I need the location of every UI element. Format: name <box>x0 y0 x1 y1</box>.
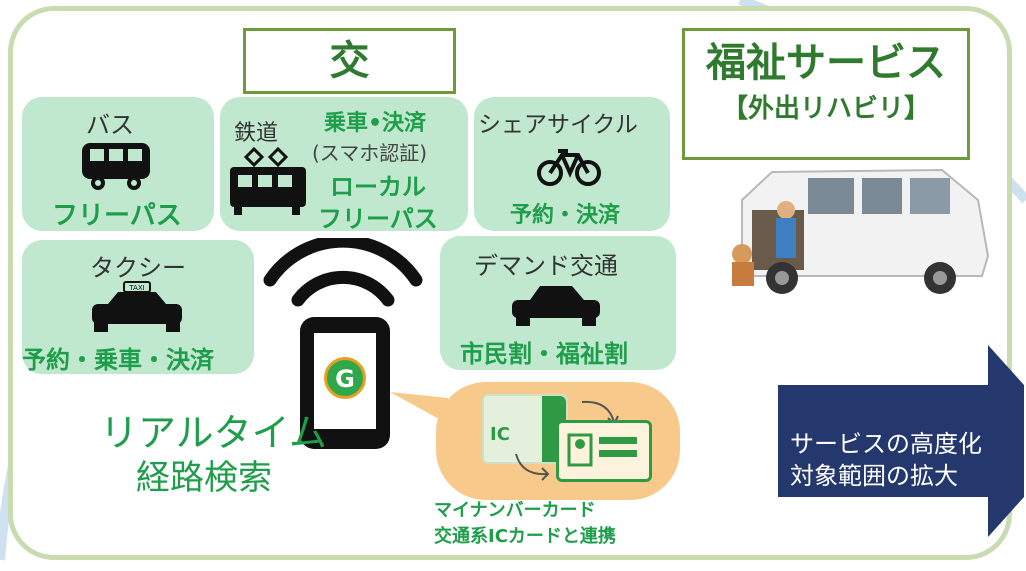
share-cycle-feature: 予約・決済 <box>510 203 621 228</box>
welfare-title: 福祉サービス <box>706 40 946 86</box>
rail-card: 鉄道 乗車•決済 (スマホ認証) ローカル フリーパス <box>220 97 468 233</box>
expansion-arrow <box>778 345 1024 537</box>
share-cycle-card: シェアサイクル 予約・決済 <box>474 97 670 231</box>
phone-screen: G <box>314 333 376 429</box>
realtime-label: リアルタイム <box>100 411 327 455</box>
train-icon <box>230 146 306 215</box>
bus-icon <box>82 143 150 190</box>
welfare-van-illustration <box>732 168 990 294</box>
arrow-text-2: 対象範囲の拡大 <box>790 462 958 490</box>
card-link-caption-2: 交通系ICカードと連携 <box>434 526 616 547</box>
share-cycle-label: シェアサイクル <box>478 112 638 138</box>
card-link-caption-1: マイナンバーカード <box>434 500 596 521</box>
ic-card-icon: IC <box>482 394 568 464</box>
car-icon <box>512 286 600 326</box>
rail-label: 鉄道 <box>234 121 279 146</box>
rail-feature-2: (スマホ認証) <box>312 141 428 165</box>
rail-feature-3: ローカル <box>330 173 426 201</box>
wireless-signal-icon <box>263 238 423 307</box>
app-icon[interactable]: G <box>324 357 366 399</box>
ic-card-label: IC <box>490 424 510 445</box>
taxi-icon: TAXI <box>92 281 182 332</box>
taxi-label: タクシー <box>90 254 186 282</box>
demand-transit-card: デマンド交通 市民割・福祉割 <box>440 236 676 370</box>
demand-transit-label: デマンド交通 <box>474 252 618 280</box>
transport-title: 交 通 <box>243 28 456 144</box>
bus-card: バス フリーパス <box>22 97 214 231</box>
taxi-card: タクシー TAXI 予約・乗車・決済 <box>22 240 254 374</box>
welfare-subtitle: 【外出リハビリ】 <box>721 94 930 124</box>
demand-transit-feature: 市民割・福祉割 <box>460 340 628 368</box>
rail-feature-1: 乗車•決済 <box>324 111 427 136</box>
taxi-sign: TAXI <box>128 284 144 292</box>
rail-feature-4: フリーパス <box>318 205 438 233</box>
speech-bubble-tail <box>390 392 448 424</box>
arrow-text-1: サービスの高度化 <box>790 430 982 458</box>
taxi-feature: 予約・乗車・決済 <box>22 346 214 374</box>
bus-feature: フリーパス <box>52 201 182 231</box>
smartphone: G <box>300 317 390 449</box>
welfare-title-box: 福祉サービス 【外出リハビリ】 <box>682 28 970 160</box>
bicycle-icon <box>537 149 601 186</box>
my-number-card-icon <box>556 420 652 482</box>
bus-label: バス <box>86 111 134 139</box>
route-search-label: 経路検索 <box>136 458 272 498</box>
